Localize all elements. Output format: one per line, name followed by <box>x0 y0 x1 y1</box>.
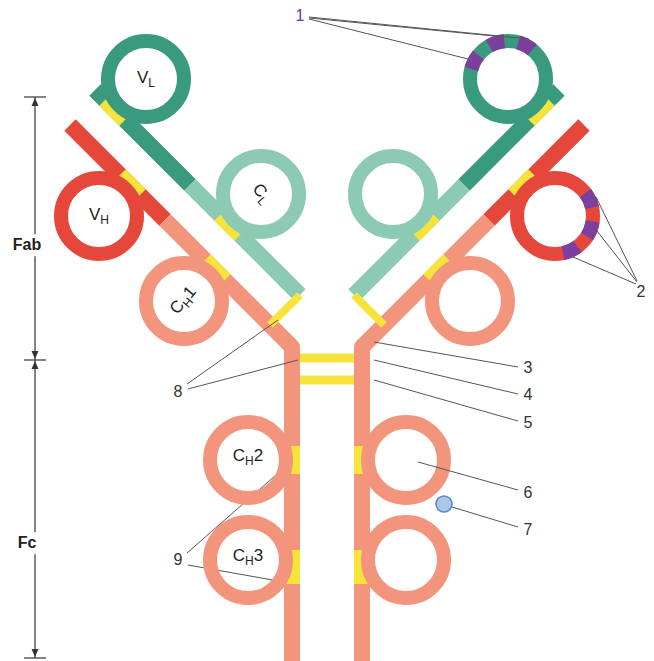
leader-line <box>597 231 637 282</box>
domain-label: CH3 <box>233 547 263 567</box>
callout-number: 1 <box>296 7 305 25</box>
leader-line <box>452 507 518 527</box>
domain-loop: CH1 <box>136 253 232 349</box>
domain-ring <box>517 178 593 254</box>
disulfide-group <box>105 100 549 584</box>
leader-line <box>418 462 518 490</box>
domain-letter: C <box>233 546 245 565</box>
domain-label: VH <box>89 206 109 226</box>
callout-number: 4 <box>524 386 533 404</box>
domain-subscript: L <box>148 76 155 90</box>
leader-line <box>187 468 284 553</box>
hinge-disulfide <box>300 376 354 385</box>
domain-label: CH2 <box>233 447 263 467</box>
callout-number: 2 <box>637 283 646 301</box>
bracket-arrow <box>32 649 39 657</box>
domain-ring <box>470 41 546 117</box>
bracket-arrow <box>32 98 39 106</box>
domain-letter: C <box>233 446 245 465</box>
interchain-disulfide <box>270 295 300 325</box>
callout-number: 9 <box>174 551 183 569</box>
bracket-tick <box>24 657 46 658</box>
domain-ring <box>146 263 222 339</box>
callout-number: 5 <box>524 414 533 432</box>
leader-group <box>187 17 637 582</box>
domain-ring <box>108 41 184 117</box>
domain-ring <box>355 156 431 232</box>
domain-subscript: H <box>100 213 109 227</box>
leader-line <box>374 380 518 421</box>
bracket-arrow <box>32 361 39 369</box>
heavy-chain-constant <box>165 220 292 661</box>
domain-letter: V <box>89 205 100 224</box>
domain-ring <box>210 522 286 598</box>
bracket-arrow <box>32 351 39 359</box>
callout-number: 6 <box>524 484 533 502</box>
leader-line <box>573 257 636 284</box>
callout-number: 3 <box>524 359 533 377</box>
bracket-tick <box>24 359 46 360</box>
domain-label: CH1 <box>167 283 202 319</box>
leader-line <box>596 197 637 281</box>
domain-label: VL <box>137 69 155 89</box>
callout-number: 8 <box>174 383 183 401</box>
region-label: Fab <box>11 234 43 256</box>
bracket-line <box>34 97 35 658</box>
leader-line <box>309 18 494 36</box>
leader-line <box>374 360 518 394</box>
domain-loop: CH2 <box>200 412 296 508</box>
interchain-disulfide <box>354 295 384 325</box>
domain-ring <box>368 422 444 498</box>
leader-line <box>374 342 518 367</box>
leader-line <box>188 360 298 389</box>
domain-subscript: H <box>245 554 254 568</box>
region-label: Fc <box>16 532 39 554</box>
hypervariable-region <box>461 32 554 125</box>
domain-loop: CH3 <box>200 512 296 608</box>
domain-label: CL <box>247 180 275 207</box>
domain-letter: 3 <box>254 546 263 565</box>
callout-number: 7 <box>524 521 533 539</box>
hypervariable-region <box>502 163 608 269</box>
domain-ring <box>223 156 299 232</box>
domain-subscript: H <box>245 454 254 468</box>
domain-ring <box>61 178 137 254</box>
domain-ring <box>368 522 444 598</box>
leader-line <box>309 17 529 39</box>
bracket-tick <box>24 96 46 97</box>
carbohydrate-dot <box>436 496 452 512</box>
domain-loop: VL <box>98 31 194 127</box>
heavy-chain-constant <box>362 220 489 661</box>
domain-letter: 2 <box>254 446 263 465</box>
domain-ring <box>210 422 286 498</box>
domain-loop: CL <box>213 146 309 242</box>
domain-letter: V <box>137 68 148 87</box>
leader-line <box>188 565 284 582</box>
domain-loop: VH <box>51 168 147 264</box>
domain-ring <box>432 263 508 339</box>
hinge-disulfide <box>300 354 354 363</box>
